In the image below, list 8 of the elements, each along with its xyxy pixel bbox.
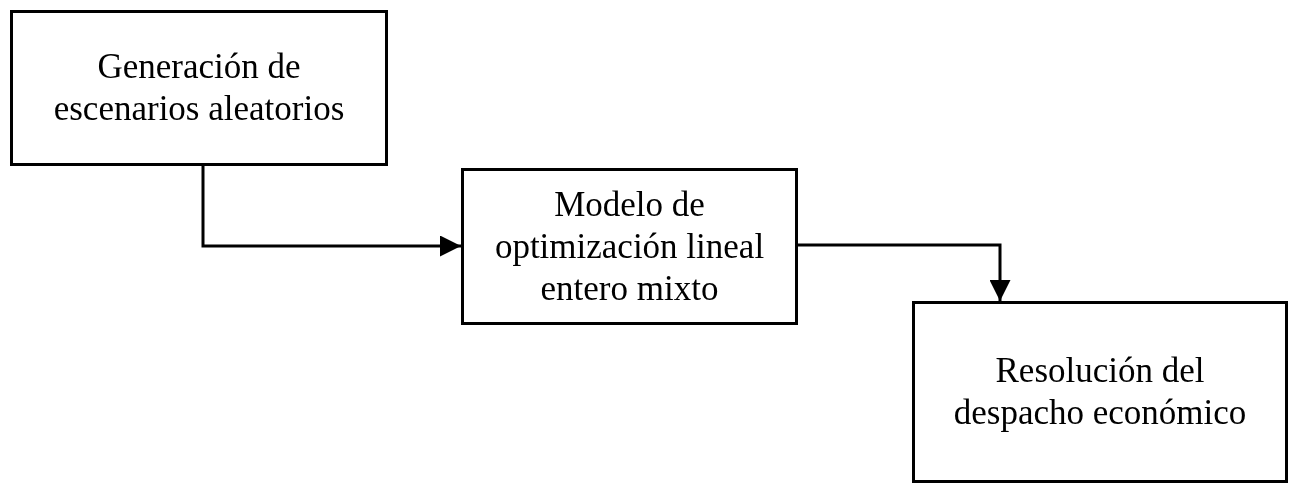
box-label: Resolución del despacho económico	[952, 350, 1248, 434]
process-box	[912, 301, 1288, 483]
box-label: Modelo de optimización lineal entero mixto	[493, 183, 766, 310]
process-box	[461, 168, 798, 325]
arrow	[201, 166, 461, 257]
box-label: Generación de escenarios aleatorios	[52, 46, 346, 130]
process-box	[10, 10, 388, 166]
arrow	[798, 243, 1011, 301]
